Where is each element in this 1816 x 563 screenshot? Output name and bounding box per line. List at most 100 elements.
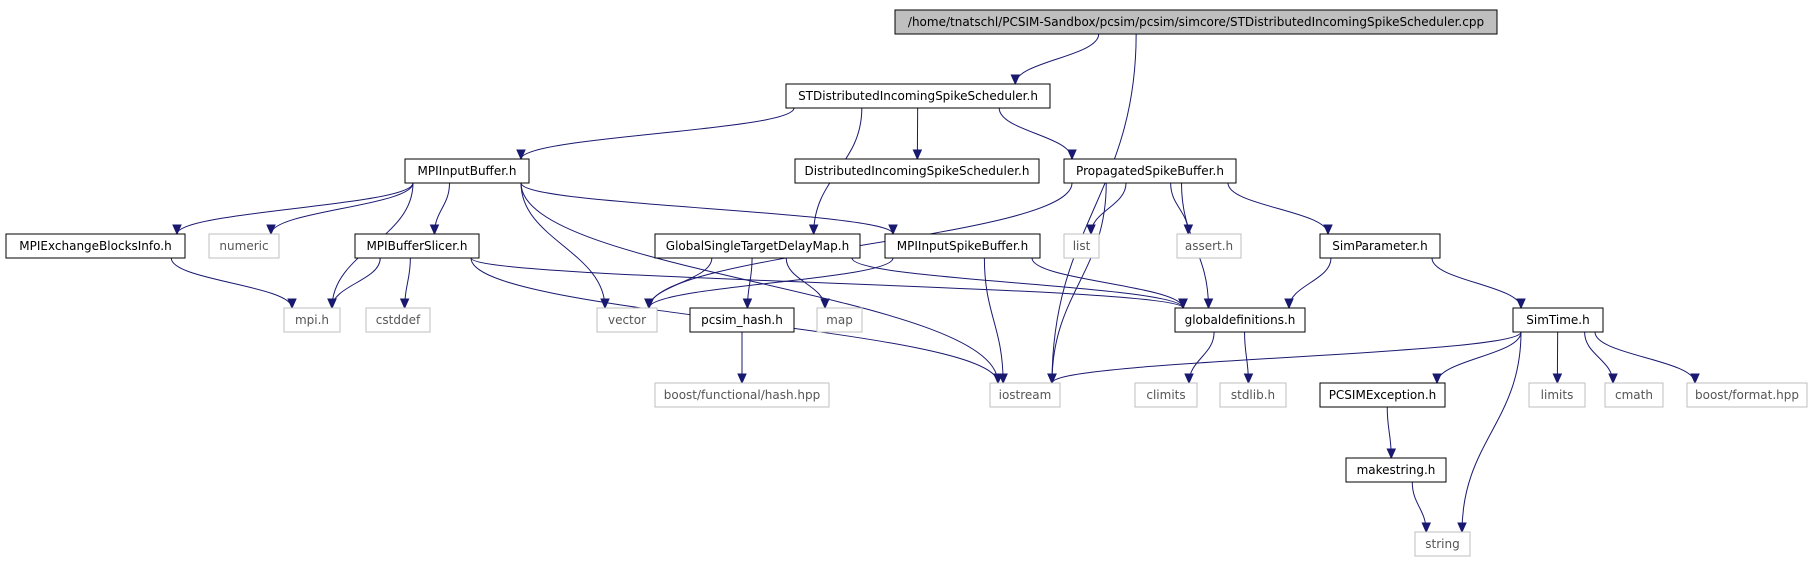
edge-simparam-to-simtime <box>1431 257 1526 310</box>
node-label: boost/functional/hash.hpp <box>664 388 821 402</box>
edge-line <box>998 107 1073 160</box>
node-string: string <box>1414 531 1471 557</box>
node-label: boost/format.hpp <box>1695 388 1799 402</box>
edge-arrowhead <box>1690 373 1700 385</box>
node-label: SimTime.h <box>1526 313 1589 327</box>
edge-arrowhead <box>1386 448 1397 460</box>
node-gstdm[interactable]: GlobalSingleTargetDelayMap.h <box>654 233 861 259</box>
edge-arrowhead <box>1608 373 1618 385</box>
node-pcsimhash[interactable]: pcsim_hash.h <box>689 307 795 333</box>
edge-mpiexch-to-mpi_h <box>170 257 297 310</box>
edge-arrowhead <box>1421 522 1431 534</box>
edge-mpiinspike-to-iostream <box>983 257 1008 385</box>
edge-arrowhead <box>998 373 1008 385</box>
node-simparam[interactable]: SimParameter.h <box>1319 233 1441 259</box>
edge-arrowhead <box>1067 149 1077 161</box>
edge-arrowhead <box>888 224 898 236</box>
node-propspike[interactable]: PropagatedSpikeBuffer.h <box>1063 158 1237 184</box>
node-vector: vector <box>596 307 658 333</box>
edge-arrowhead <box>912 149 923 161</box>
node-box <box>1414 531 1471 557</box>
node-mpibufslicer[interactable]: MPIBufferSlicer.h <box>354 233 480 259</box>
node-box <box>1174 307 1306 333</box>
edge-arrowhead <box>1010 74 1021 86</box>
edge-line <box>1436 331 1522 384</box>
node-label: MPIBufferSlicer.h <box>366 239 467 253</box>
node-box <box>1319 233 1441 259</box>
node-box <box>1345 457 1447 483</box>
edge-arrowhead <box>327 298 337 310</box>
node-mpi_h: mpi.h <box>283 307 341 333</box>
node-box <box>884 233 1041 259</box>
node-climits: climits <box>1134 382 1198 408</box>
node-label: cstddef <box>376 313 421 327</box>
edge-arrowhead <box>516 149 526 161</box>
node-label: vector <box>608 313 646 327</box>
edge-arrowhead <box>1184 373 1194 385</box>
node-label: globaldefinitions.h <box>1185 313 1296 327</box>
node-box <box>283 307 341 333</box>
node-box <box>1604 382 1664 408</box>
edge-line <box>1051 182 1107 384</box>
node-pcsimexc[interactable]: PCSIMException.h <box>1319 382 1446 408</box>
edge-arrowhead <box>1203 298 1214 310</box>
edge-pcsimexc-to-makestring <box>1386 406 1397 460</box>
edge-simtime-to-boostformat <box>1594 331 1700 385</box>
edge-line <box>1051 33 1137 384</box>
node-stdiss_h[interactable]: STDistributedIncomingSpikeScheduler.h <box>785 83 1051 109</box>
node-box <box>654 233 861 259</box>
edge-propspike-to-simparam <box>1227 182 1333 236</box>
node-mpiinspike[interactable]: MPIInputSpikeBuffer.h <box>884 233 1041 259</box>
edge-arrowhead <box>1432 373 1442 385</box>
edge-line <box>520 182 894 235</box>
edges-layer <box>170 33 1700 534</box>
edge-arrowhead <box>1284 298 1294 310</box>
node-simtime[interactable]: SimTime.h <box>1512 307 1604 333</box>
node-stdlib: stdlib.h <box>1219 382 1287 408</box>
edge-pcsimhash-to-boosthash <box>737 331 747 385</box>
node-box <box>208 233 280 259</box>
edge-arrowhead <box>1047 373 1057 385</box>
node-label: climits <box>1146 388 1185 402</box>
edge-line <box>331 257 381 309</box>
edge-root-to-stdiss_h <box>1010 33 1100 86</box>
node-box <box>404 158 530 184</box>
node-root[interactable]: /home/tnatschl/PCSIM-Sandbox/pcsim/pcsim… <box>894 9 1498 35</box>
edge-arrowhead <box>1323 224 1333 236</box>
node-label: makestring.h <box>1357 463 1436 477</box>
node-box <box>1063 158 1237 184</box>
edge-gstdm-to-map <box>785 257 830 310</box>
node-label: /home/tnatschl/PCSIM-Sandbox/pcsim/pcsim… <box>908 15 1484 29</box>
edge-propspike-to-assert <box>1170 182 1194 236</box>
node-label: cmath <box>1615 388 1653 402</box>
node-box <box>365 307 431 333</box>
edge-line <box>520 107 795 160</box>
edge-line <box>520 182 999 384</box>
node-cstddef: cstddef <box>365 307 431 333</box>
node-box <box>989 382 1061 408</box>
node-box <box>596 307 658 333</box>
edge-mpiinputbuffer-to-mpibufslicer <box>429 182 450 236</box>
node-label: numeric <box>219 239 268 253</box>
edge-globaldefs-to-climits <box>1184 331 1215 385</box>
node-mpiexch[interactable]: MPIExchangeBlocksInfo.h <box>5 233 186 259</box>
edge-simtime-to-iostream <box>1047 331 1522 385</box>
node-globaldefs[interactable]: globaldefinitions.h <box>1174 307 1306 333</box>
node-limits: limits <box>1528 382 1586 408</box>
node-box <box>794 158 1040 184</box>
node-box <box>1686 382 1808 408</box>
edge-arrowhead <box>1243 373 1254 385</box>
edge-line <box>470 257 1184 309</box>
edge-stdiss_h-to-propspike <box>998 107 1077 161</box>
edge-stdiss_h-to-mpiinputbuffer <box>516 107 795 161</box>
node-box <box>654 382 830 408</box>
node-mpiinputbuffer[interactable]: MPIInputBuffer.h <box>404 158 530 184</box>
node-diss_h[interactable]: DistributedIncomingSpikeScheduler.h <box>794 158 1040 184</box>
edge-simparam-to-globaldefs <box>1284 257 1332 310</box>
node-label: MPIInputBuffer.h <box>418 164 517 178</box>
node-makestring[interactable]: makestring.h <box>1345 457 1447 483</box>
node-label: STDistributedIncomingSpikeScheduler.h <box>798 89 1038 103</box>
node-box <box>5 233 186 259</box>
node-label: list <box>1073 239 1091 253</box>
edge-makestring-to-string <box>1411 481 1431 534</box>
